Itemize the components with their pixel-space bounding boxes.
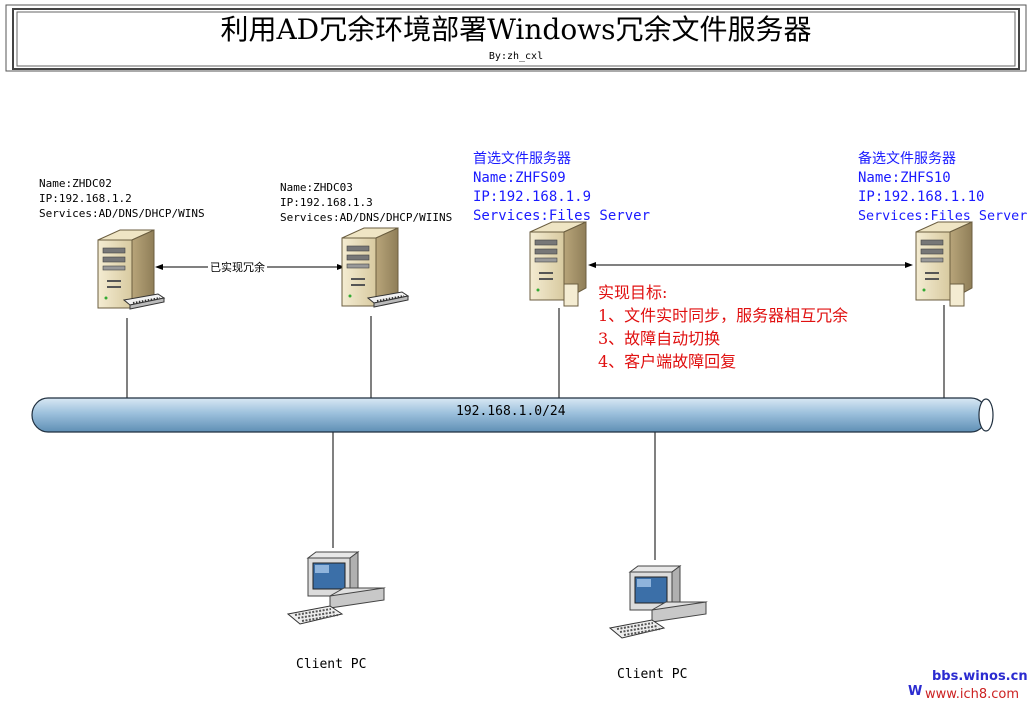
client-label: Client PC (296, 657, 367, 672)
goal-item: 4、客户端故障回复 (598, 352, 737, 371)
server-zhdc03 (341, 227, 409, 308)
watermark-line1: bbs.winos.cn (932, 669, 1028, 684)
server-info-zhdc02: Name:ZHDC02 IP:192.168.1.2 Services:AD/D… (39, 176, 205, 221)
server-info-zhdc03: Name:ZHDC03 IP:192.168.1.3 Services:AD/D… (280, 180, 452, 225)
network-bus (31, 397, 994, 433)
header-frame (5, 4, 1027, 72)
client-pc-2 (609, 565, 707, 639)
network-label: 192.168.1.0/24 (456, 404, 566, 419)
file-server-role: 首选文件服务器 (473, 151, 571, 167)
watermark-prefix: W (908, 684, 923, 699)
page-subtitle: By:zh_cxl (488, 51, 544, 62)
page-title: 利用AD冗余环境部署Windows冗余文件服务器 (220, 13, 812, 46)
client-label: Client PC (617, 667, 688, 682)
goal-item: 1、文件实时同步，服务器相互冗余 (598, 306, 849, 325)
file-server-info-backup: 备选文件服务器 Name:ZHFS10 IP:192.168.1.10 Serv… (858, 150, 1027, 226)
server-name: Name:ZHDC03 (280, 181, 353, 194)
server-services: Services:AD/DNS/DHCP/WIINS (280, 211, 453, 224)
server-services: Services:AD/DNS/DHCP/WINS (39, 207, 205, 220)
file-server-name: Name:ZHFS09 (473, 170, 566, 186)
file-server-name: Name:ZHFS10 (858, 170, 951, 186)
server-ip: IP:192.168.1.3 (280, 196, 373, 209)
server-name: Name:ZHDC02 (39, 177, 112, 190)
file-server-role: 备选文件服务器 (858, 151, 956, 167)
goals-heading: 实现目标: (598, 283, 668, 302)
drop-lines (126, 305, 945, 560)
file-server-services: Services:Files Server (473, 208, 651, 224)
file-server-info-primary: 首选文件服务器 Name:ZHFS09 IP:192.168.1.9 Servi… (473, 150, 650, 226)
file-server-services: Services:Files Server (858, 209, 1028, 224)
server-zhdc02 (97, 229, 165, 310)
goal-item: 3、故障自动切换 (598, 329, 721, 348)
server-ip: IP:192.168.1.2 (39, 192, 132, 205)
file-server-ip: IP:192.168.1.10 (858, 189, 985, 205)
redundancy-label: 已实现冗余 (208, 259, 267, 275)
client-pc-1 (287, 551, 385, 625)
server-zhfs09 (529, 221, 587, 307)
watermark-line2: www.ich8.com (925, 687, 1020, 702)
file-server-ip: IP:192.168.1.9 (473, 189, 592, 205)
goals-block: 实现目标: 1、文件实时同步，服务器相互冗余 3、故障自动切换 4、客户端故障回… (598, 283, 848, 372)
file-server-sync-link (588, 262, 913, 268)
server-zhfs10 (915, 221, 973, 307)
